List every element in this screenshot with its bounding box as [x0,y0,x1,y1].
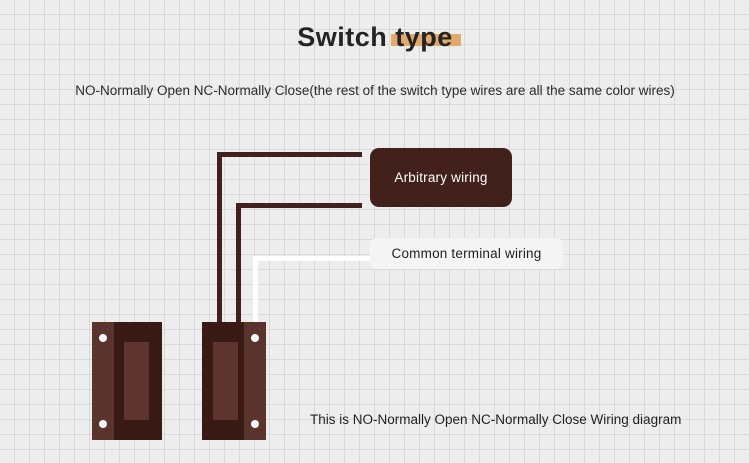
common-terminal-wire-vertical [253,256,258,332]
diagram-caption: This is NO-Normally Open NC-Normally Clo… [310,412,682,427]
right-switch [202,322,266,440]
left-switch-screw-strip [92,322,114,440]
arbitrary-wiring-label-text: Arbitrary wiring [394,170,488,185]
arbitrary-wire-1-horizontal [217,152,362,157]
arbitrary-wire-1-vertical [217,152,222,332]
right-switch-screw-top [251,334,259,342]
arbitrary-wiring-label: Arbitrary wiring [370,148,512,207]
page-title-highlight: type [391,22,461,52]
left-switch-screw-bottom [99,420,107,428]
common-terminal-wiring-label-text: Common terminal wiring [391,246,542,261]
page-subtitle: NO-Normally Open NC-Normally Close(the r… [75,83,675,98]
arbitrary-wire-2-horizontal [236,203,362,208]
common-terminal-wire-horizontal [253,256,370,261]
page-title: Switch type [0,20,750,54]
common-terminal-wiring-label: Common terminal wiring [370,238,563,269]
page-title-plain: Switch [297,22,396,52]
right-switch-screw-bottom [251,420,259,428]
left-switch-screw-top [99,334,107,342]
arbitrary-wire-2-vertical [236,203,241,332]
left-switch [92,322,162,440]
left-switch-rocker [124,342,149,420]
right-switch-rocker [213,342,238,420]
right-switch-screw-strip [244,322,266,440]
